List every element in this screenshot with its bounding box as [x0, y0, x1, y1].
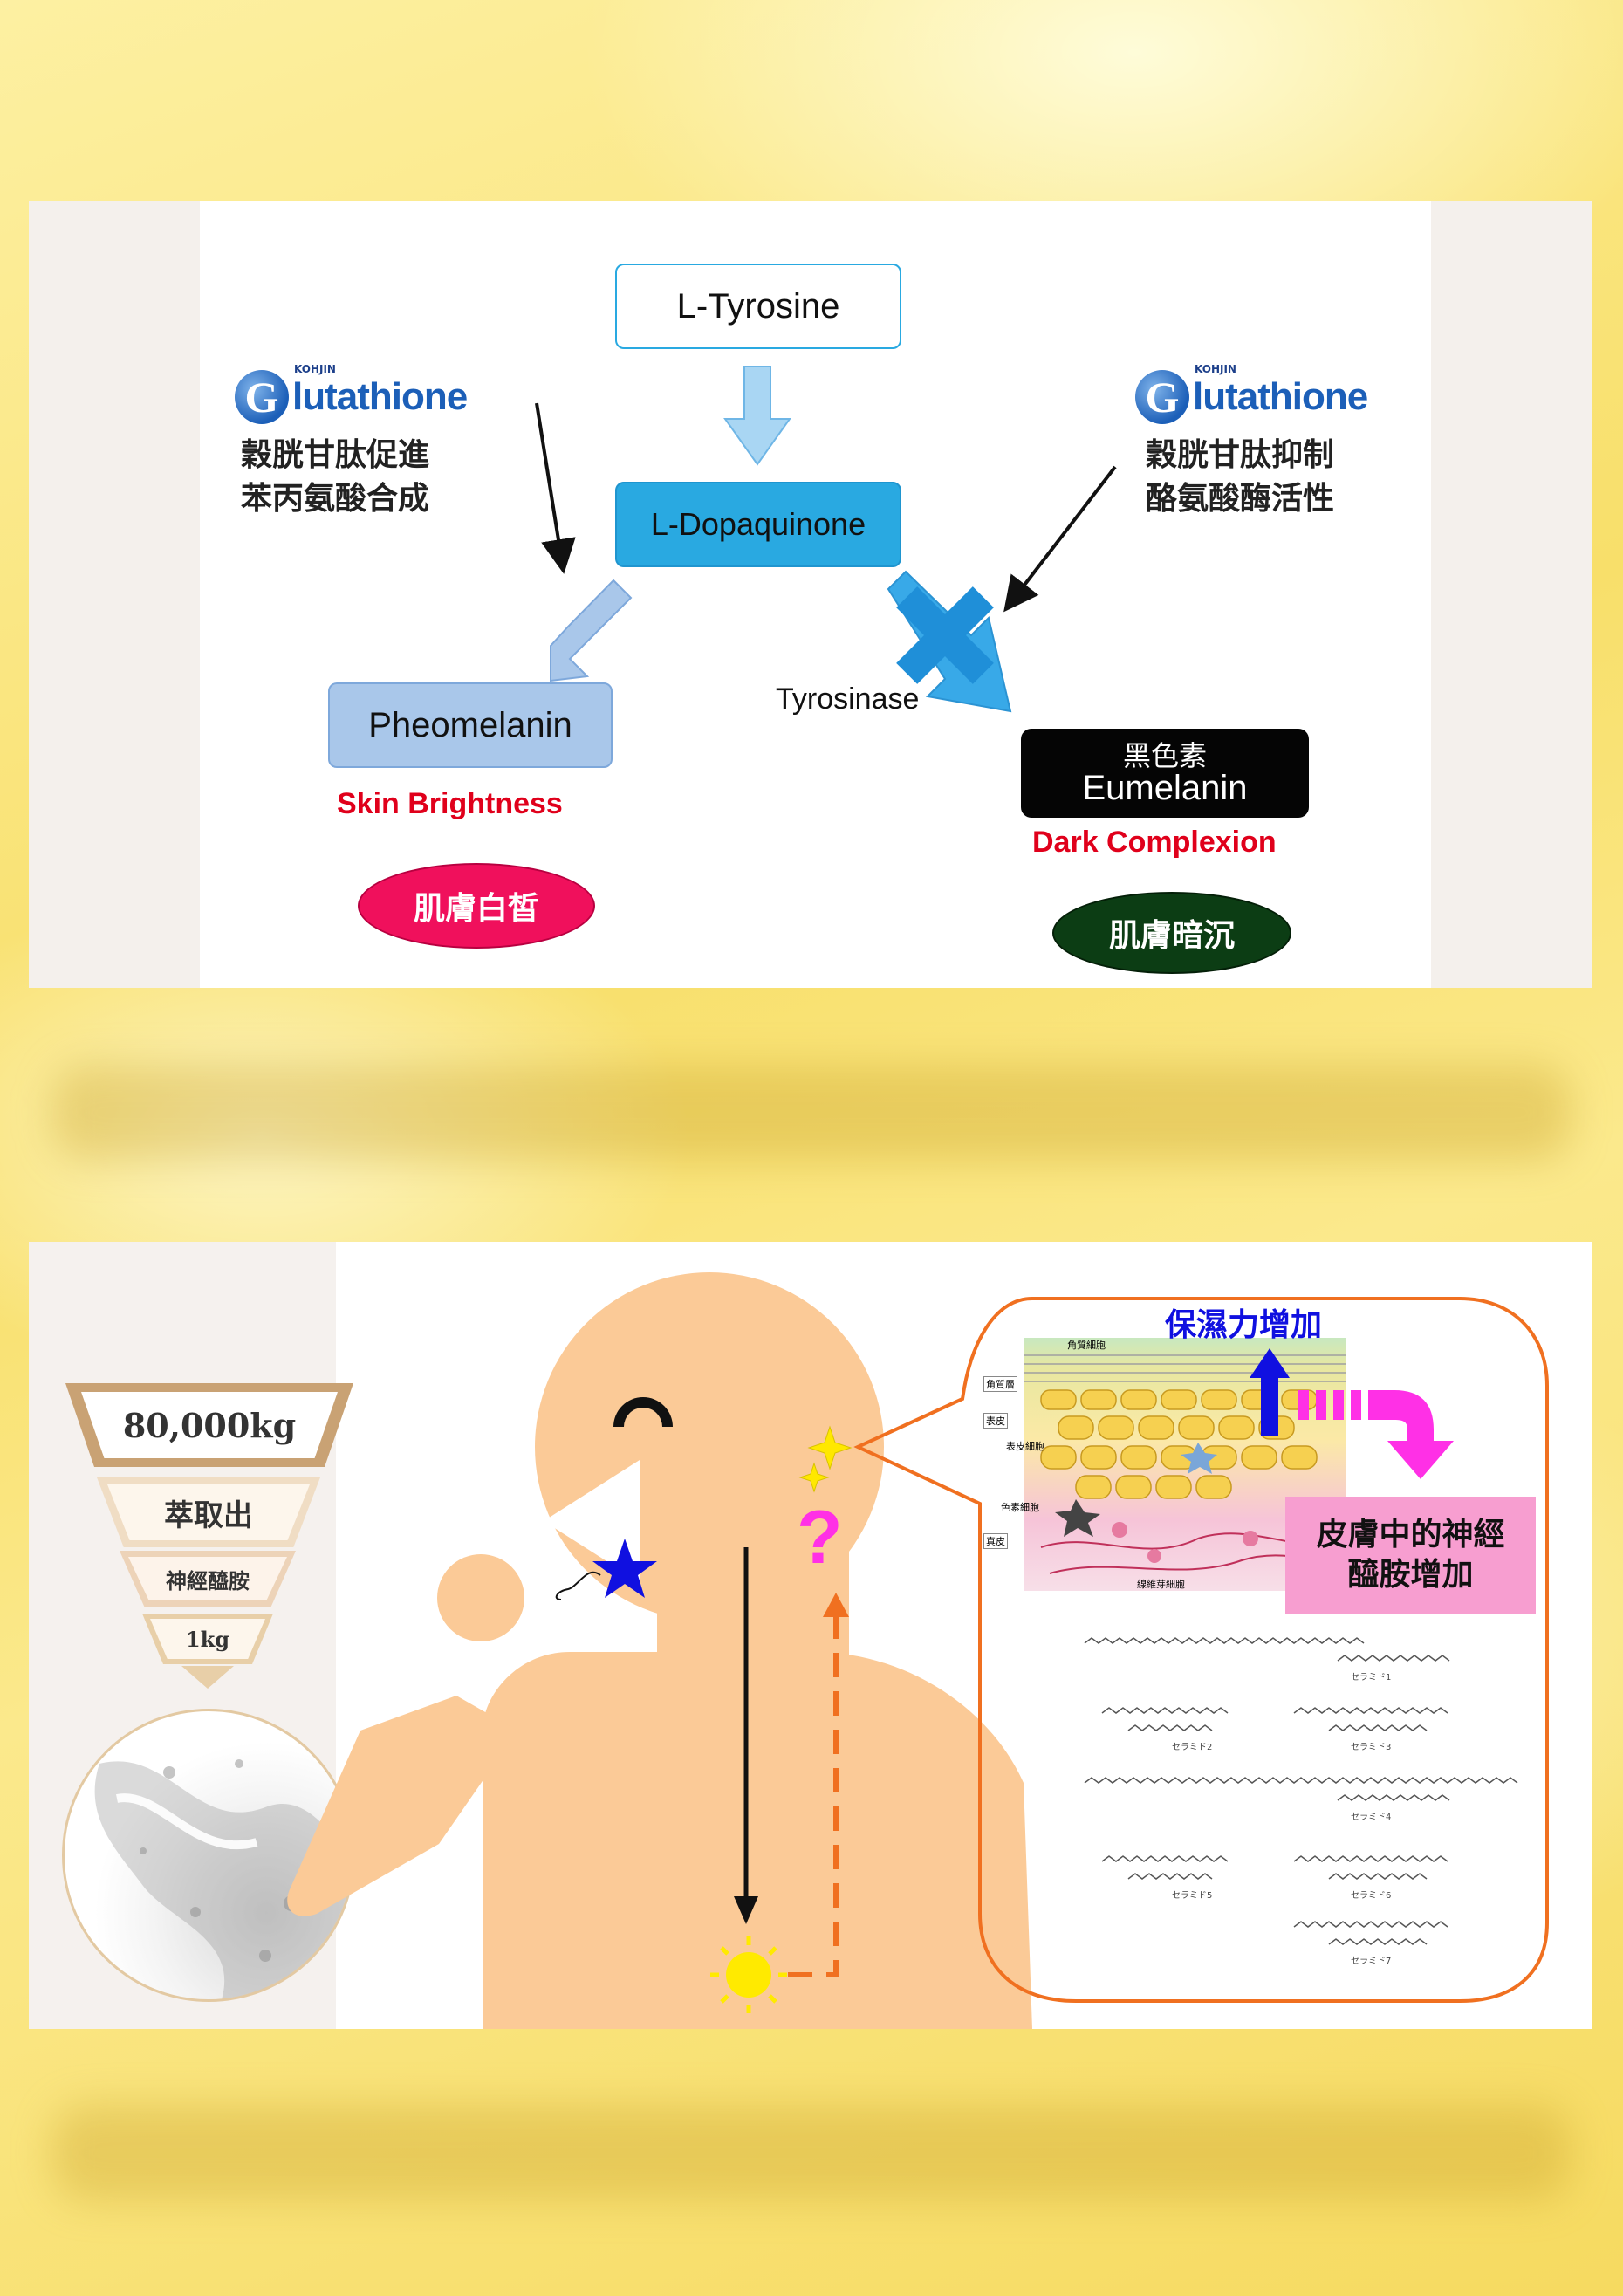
- ceramide-1-label: セラミド1: [1351, 1673, 1392, 1683]
- glutathione-logo-right: G KOHJIN lutathione: [1135, 363, 1368, 424]
- funnel-extract: 萃取出: [164, 1498, 253, 1533]
- l-tyrosine-box: L-Tyrosine: [615, 264, 901, 349]
- pheomelanin-box: Pheomelanin: [328, 682, 613, 768]
- arm: [287, 1696, 517, 1916]
- skin-label-melanocyte: 色素細胞: [1001, 1502, 1039, 1513]
- pill-skin-dark: 肌膚暗沉: [1052, 892, 1291, 974]
- right-note-line1: 穀胱甘肽抑制: [1146, 437, 1335, 473]
- eumelanin-label: Eumelanin: [1082, 769, 1248, 807]
- logo-word: lutathione: [1193, 375, 1368, 418]
- right-black-arrow: [1003, 465, 1117, 613]
- ceramide-5-label: セラミド5: [1172, 1891, 1213, 1901]
- left-note: 穀胱甘肽促進 苯丙氨酸合成: [241, 434, 429, 521]
- ceramide-structures: [1084, 1637, 1518, 1945]
- panel-left-band: [29, 201, 200, 988]
- ceramide-increase-line2: 醯胺增加: [1347, 1557, 1474, 1593]
- funnel-tip-icon: [181, 1666, 234, 1689]
- panel-right-band: [1431, 201, 1592, 988]
- tyrosinase-label: Tyrosinase: [776, 682, 920, 716]
- fist: [437, 1554, 524, 1641]
- funnel-ceramide: 神經醯胺: [166, 1568, 250, 1593]
- right-note-line2: 酪氨酸酶活性: [1146, 481, 1335, 517]
- skin-label-dermis: 真皮: [983, 1533, 1008, 1549]
- logo-word: lutathione: [292, 375, 468, 418]
- eumelanin-box: 黑色素 Eumelanin: [1021, 729, 1309, 818]
- eye: [613, 1397, 673, 1427]
- skin-label-fibroblast: 線維芽細胞: [1137, 1579, 1185, 1590]
- skin-label-keratinocyte: 角質細胞: [1067, 1340, 1106, 1351]
- eumelanin-cn-label: 黑色素: [1122, 739, 1207, 772]
- funnel-80000kg: 80,000kg: [122, 1405, 297, 1445]
- ceramide-6-label: セラミド6: [1351, 1891, 1392, 1901]
- ceramide-increase-line1: 皮膚中的神經: [1316, 1517, 1505, 1552]
- funnel-step-1: 80,000kg: [65, 1383, 353, 1467]
- magenta-arrow: [1298, 1390, 1454, 1479]
- arrow-down: [723, 366, 791, 466]
- glutathione-logo-left: G KOHJIN lutathione: [235, 363, 468, 424]
- l-tyrosine-label: L-Tyrosine: [676, 286, 840, 326]
- person-figure: [287, 1272, 1549, 2029]
- skin-label-stratum: 角質層: [983, 1376, 1017, 1392]
- sun-icon: [710, 1936, 787, 2013]
- blurred-text-bar-2: [52, 2105, 1571, 2201]
- ceramide-3-label: セラミド3: [1351, 1743, 1392, 1752]
- ceramide-2-label: セラミド2: [1172, 1743, 1213, 1752]
- ceramide-panel: 80,000kg 萃取出 神經醯胺 1kg: [29, 1242, 1592, 2029]
- skin-label-epidermis: 表皮: [983, 1413, 1008, 1429]
- skin-brightness-label: Skin Brightness: [337, 787, 563, 820]
- pathway-arrows: [535, 366, 1117, 713]
- skin-label-epidermal-cell: 表皮細胞: [1006, 1441, 1044, 1452]
- funnel-step-3: 神經醯胺: [120, 1551, 296, 1607]
- l-dopaquinone-box: L-Dopaquinone: [615, 482, 901, 567]
- logo-g-icon: G: [1135, 370, 1189, 424]
- dark-complexion-label: Dark Complexion: [1032, 826, 1277, 859]
- blue-up-arrow: [1250, 1348, 1290, 1436]
- funnel-1kg: 1kg: [185, 1626, 230, 1652]
- funnel-step-2: 萃取出: [97, 1477, 320, 1547]
- arrow-to-pheomelanin: [550, 579, 633, 682]
- left-note-line1: 穀胱甘肽促進: [241, 437, 430, 473]
- ceramide-increase-box: 皮膚中的神經 醯胺增加: [1285, 1497, 1536, 1614]
- pill-skin-bright: 肌膚白皙: [358, 863, 595, 949]
- blurred-text-bar-1: [52, 1065, 1571, 1161]
- funnel-step-4: 1kg: [142, 1614, 273, 1664]
- question-mark: ?: [797, 1496, 843, 1580]
- ceramide-7-label: セラミド7: [1351, 1957, 1392, 1966]
- left-black-arrow: [535, 402, 576, 574]
- melanin-pathway-panel: L-Tyrosine L-Dopaquinone Pheomelanin Tyr…: [29, 201, 1592, 988]
- l-dopaquinone-label: L-Dopaquinone: [650, 506, 866, 542]
- pheomelanin-label: Pheomelanin: [368, 705, 572, 744]
- blue-star-icon: [592, 1539, 657, 1598]
- callout-outline: [853, 1297, 1549, 2003]
- moisture-increase-label: 保濕力增加: [1165, 1307, 1323, 1343]
- logo-g-icon: G: [235, 370, 289, 424]
- skin-cross-section: 角質細胞 角質層 表皮 表皮細胞 色素細胞 真皮 線維芽細胞: [983, 1338, 1346, 1591]
- body-silhouette: [483, 1652, 1032, 2029]
- sparkle-icon: [807, 1425, 853, 1470]
- logo-brand-small: KOHJIN: [1195, 363, 1236, 375]
- pill-skin-dark-label: 肌膚暗沉: [1108, 918, 1235, 954]
- left-note-line2: 苯丙氨酸合成: [241, 481, 430, 517]
- logo-brand-small: KOHJIN: [294, 363, 336, 375]
- pill-skin-bright-label: 肌膚白皙: [413, 891, 539, 927]
- liquid-texture-image: [62, 1709, 355, 2002]
- right-note: 穀胱甘肽抑制 酪氨酸酶活性: [1146, 434, 1334, 521]
- ceramide-4-label: セラミド4: [1351, 1813, 1392, 1822]
- mouth: [544, 1460, 640, 1582]
- inhibition-cross: [896, 586, 994, 684]
